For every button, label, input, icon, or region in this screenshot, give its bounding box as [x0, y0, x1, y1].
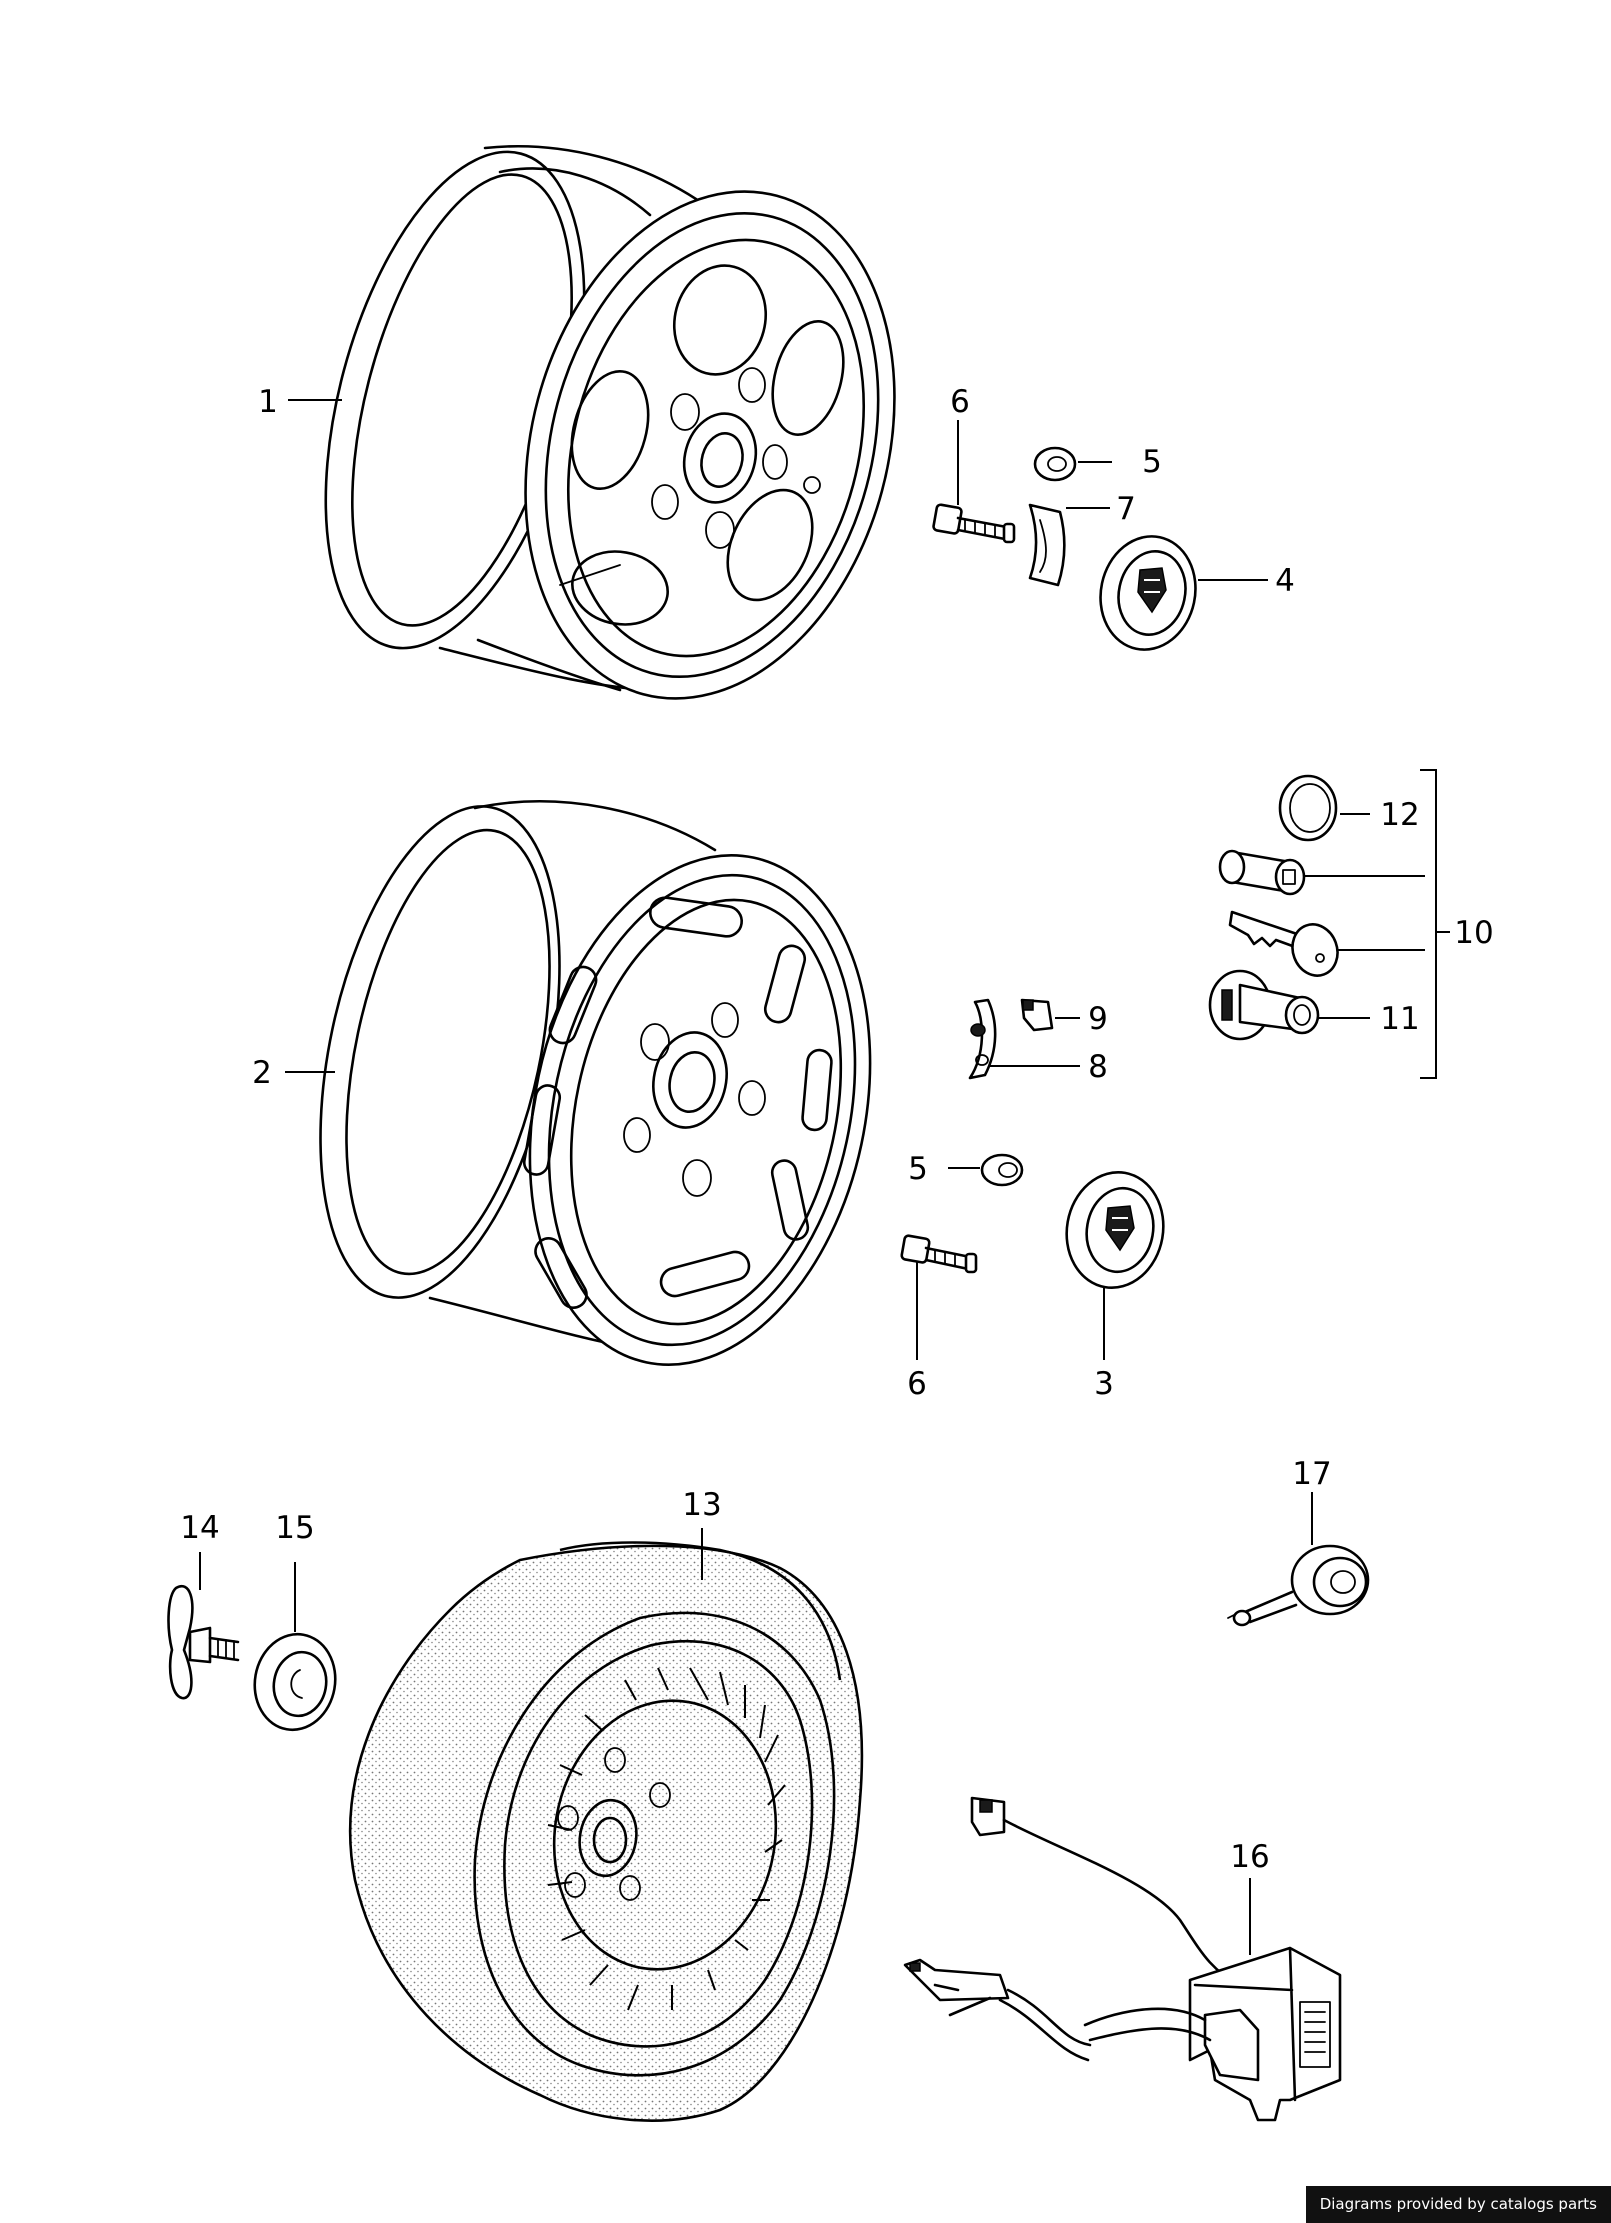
callout-8: 8	[1088, 1049, 1108, 1085]
callout-2: 2	[252, 1055, 272, 1091]
callout-15: 15	[275, 1510, 314, 1546]
nut-5b	[980, 1153, 1024, 1187]
clip-9	[1020, 998, 1054, 1032]
spare-tire-13	[348, 1541, 864, 2122]
lock-cap-12	[1278, 774, 1338, 842]
lock-sleeve	[1218, 849, 1306, 896]
callout-labels: 1 6 5 7 4 2 9 8 5 6 3 12 10 11 13 14 15 …	[180, 384, 1493, 1875]
wheel-2-slotted	[319, 800, 872, 1366]
callout-11: 11	[1380, 1001, 1419, 1037]
center-cap-4	[1099, 535, 1197, 651]
pressure-gauge-17	[1227, 1544, 1370, 1627]
callout-5b: 5	[908, 1151, 928, 1187]
callout-5a: 5	[1142, 444, 1162, 480]
bracket-10	[1420, 769, 1437, 1079]
callout-6b: 6	[907, 1366, 927, 1402]
spare-cap-15	[253, 1632, 337, 1732]
lock-cylinder-11	[1208, 969, 1320, 1041]
key-icon	[1228, 910, 1339, 977]
diagram-credit: Diagrams provided by catalogs parts	[1305, 2186, 1611, 2223]
callout-9: 9	[1088, 1001, 1108, 1037]
balance-weight-7	[1028, 503, 1066, 587]
wheel-1-phone-dial	[324, 145, 896, 700]
callout-13: 13	[682, 1487, 721, 1523]
leader-lines	[199, 399, 1450, 1955]
weight-clip-8	[968, 998, 997, 1080]
valve-stem-6a	[932, 503, 1016, 544]
callout-7: 7	[1116, 491, 1136, 527]
callout-10: 10	[1454, 915, 1493, 951]
callout-14: 14	[180, 1510, 219, 1546]
nut-5a	[1033, 446, 1077, 482]
callout-16: 16	[1230, 1839, 1269, 1875]
center-cap-3	[1065, 1170, 1165, 1290]
valve-stem-6b	[900, 1234, 978, 1274]
callout-6a: 6	[950, 384, 970, 420]
callout-3: 3	[1094, 1366, 1114, 1402]
callout-17: 17	[1292, 1456, 1331, 1492]
wing-bolt-14	[167, 1585, 240, 1700]
air-compressor-16	[903, 1796, 1342, 2122]
callout-12: 12	[1380, 797, 1419, 833]
callout-1: 1	[258, 384, 278, 420]
callout-4: 4	[1275, 563, 1295, 599]
